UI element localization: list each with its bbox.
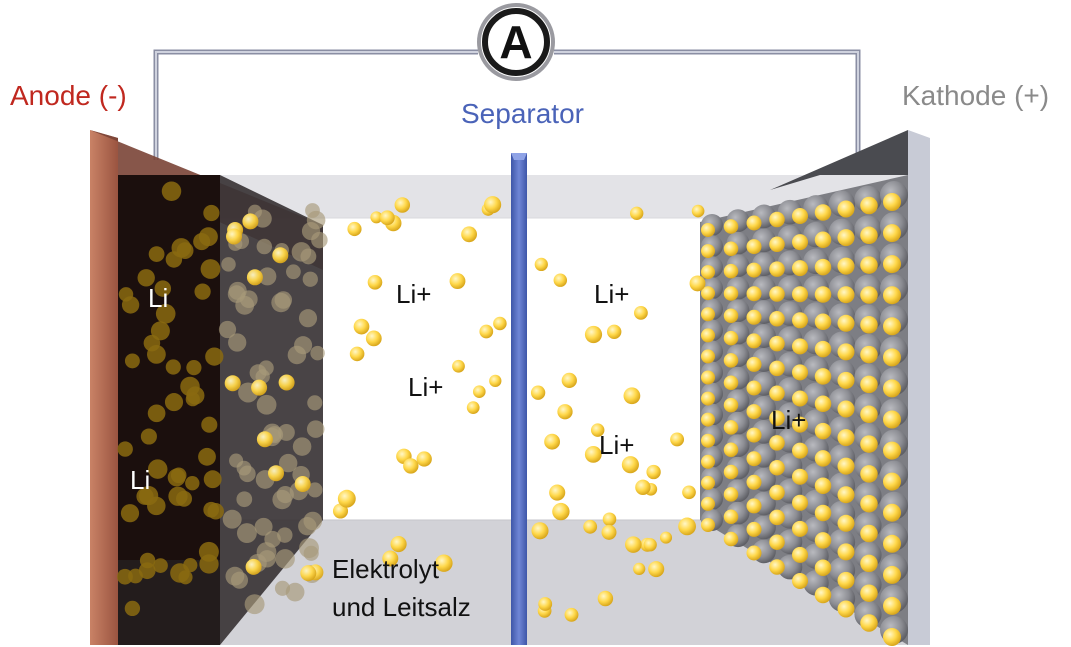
cell-top-face (90, 175, 910, 218)
kathode-label: Kathode (+) (902, 80, 1050, 111)
li-ion-label: Li+ (396, 279, 432, 309)
li-ion-label: Li+ (771, 405, 807, 435)
ammeter-icon (477, 3, 555, 81)
separator-label: Separator (461, 98, 584, 129)
lithium-ions (332, 196, 706, 622)
electrolyte-label-line1: Elektrolyt (332, 554, 439, 584)
anode-lithium-atoms (117, 181, 328, 617)
electrolyte-label-line2: und Leitsalz (332, 592, 471, 622)
li-ion-label: Li+ (599, 430, 635, 460)
li-ion-label: Li+ (594, 279, 630, 309)
electrolyte-label: Elektrolyt und Leitsalz (332, 550, 471, 626)
ammeter-letter: A (499, 16, 533, 68)
anode-label: Anode (-) (10, 80, 127, 111)
separator-membrane (511, 153, 527, 645)
kathode-lattice (701, 181, 908, 646)
li-anode-label: Li (148, 283, 169, 313)
li-anode-label: Li (130, 465, 151, 495)
li-ion-label: Li+ (408, 372, 444, 402)
